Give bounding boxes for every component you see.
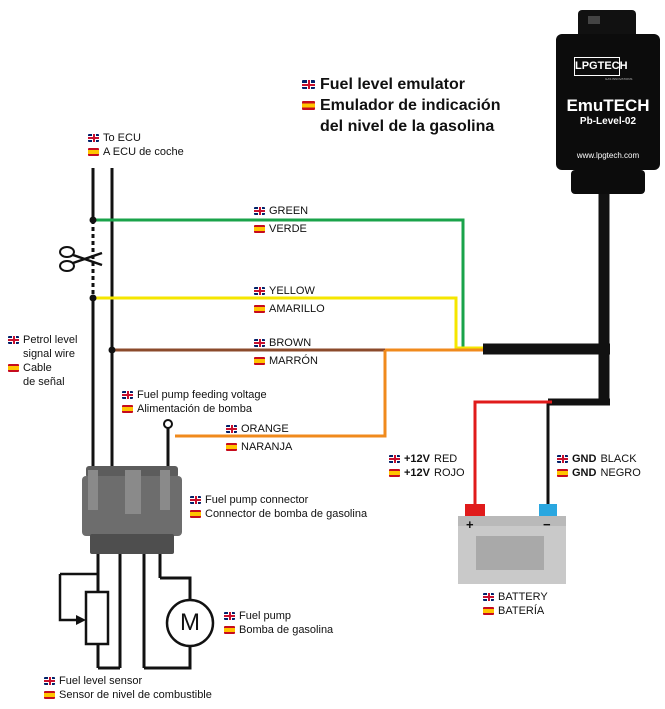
connector-en: Fuel pump connector — [205, 494, 309, 506]
orange-es: NARANJA — [241, 441, 293, 453]
green-en: GREEN — [269, 205, 309, 217]
uk-flag-icon — [302, 80, 315, 89]
petrol-en-1: Petrol level — [23, 334, 78, 346]
uk-flag-icon — [226, 425, 237, 433]
to-ecu-en: To ECU — [103, 132, 141, 144]
es-flag-icon — [254, 305, 265, 313]
title-es-line2: del nivel de la gasolina — [320, 118, 495, 135]
feed-voltage-label: Fuel pump feeding voltage Alimentación d… — [122, 388, 267, 416]
motor-letter: M — [180, 609, 200, 636]
es-flag-icon — [389, 469, 400, 477]
feed-es: Alimentación de bomba — [137, 403, 252, 415]
es-flag-icon — [44, 691, 55, 699]
es-flag-icon — [302, 101, 315, 110]
uk-flag-icon — [254, 339, 265, 347]
petrol-es-2: de señal — [23, 376, 65, 388]
battery-es: BATERÍA — [498, 605, 545, 617]
pump-en: Fuel pump — [239, 610, 291, 622]
uk-flag-icon — [254, 287, 265, 295]
yellow-junction-dot — [89, 294, 97, 302]
title-en: Fuel level emulator — [320, 76, 465, 93]
es-flag-icon — [224, 626, 235, 634]
yellow-es: AMARILLO — [269, 303, 325, 315]
petrol-es-1: Cable — [23, 362, 52, 374]
uk-flag-icon — [122, 391, 133, 399]
diagram-title: Fuel level emulator Emulador de indicaci… — [302, 74, 500, 137]
orange-en: ORANGE — [241, 423, 289, 435]
pump-connector-label: Fuel pump connector Connector de bomba d… — [190, 493, 367, 521]
green-junction-dot — [89, 216, 97, 224]
yellow-en: YELLOW — [269, 285, 315, 297]
uk-flag-icon — [224, 612, 235, 620]
device-brand: LPGTECH — [574, 57, 628, 76]
green-wire-label: GREEN VERDE — [254, 204, 308, 236]
petrol-en-2: signal wire — [23, 348, 75, 360]
device-brand-tagline: GAS INNOVATIONS — [605, 77, 633, 81]
device-url: www.lpgtech.com — [576, 151, 640, 160]
to-ecu-es: A ECU de coche — [103, 146, 184, 158]
gnd-en-bold: GND — [572, 453, 597, 465]
fuel-level-sensor-symbol — [58, 572, 120, 670]
pump-es: Bomba de gasolina — [239, 624, 334, 636]
fuel-pump-motor-symbol — [144, 576, 215, 670]
petrol-level-label: Petrol level signal wire Cable de señal — [8, 333, 77, 389]
uk-flag-icon — [190, 496, 201, 504]
fuel-level-sensor-label: Fuel level sensor Sensor de nivel de com… — [44, 674, 212, 702]
es-flag-icon — [122, 405, 133, 413]
uk-flag-icon — [483, 593, 494, 601]
brown-en: BROWN — [269, 337, 312, 349]
scissors-icon — [59, 246, 103, 272]
red-es: ROJO — [434, 467, 465, 479]
red-en: RED — [434, 453, 458, 465]
brown-wire-label: BROWN MARRÓN — [254, 336, 318, 368]
connector-es: Connector de bomba de gasolina — [205, 508, 368, 520]
es-flag-icon — [226, 443, 237, 451]
brown-junction-dot — [108, 346, 116, 354]
gnd-es: NEGRO — [600, 467, 641, 479]
feed-terminal — [163, 419, 173, 429]
es-flag-icon — [483, 607, 494, 615]
red-es-bold: +12V — [404, 467, 430, 479]
yellow-wire-label: YELLOW AMARILLO — [254, 284, 325, 316]
feed-en: Fuel pump feeding voltage — [137, 389, 267, 401]
fuel-pump-label: Fuel pump Bomba de gasolina — [224, 609, 333, 637]
es-flag-icon — [254, 357, 265, 365]
to-ecu-label: To ECU A ECU de coche — [88, 131, 184, 159]
yellow-wire — [93, 296, 483, 350]
uk-flag-icon — [557, 455, 568, 463]
orange-wire-label: ORANGE NARANJA — [226, 422, 292, 454]
uk-flag-icon — [389, 455, 400, 463]
uk-flag-icon — [254, 207, 265, 215]
title-es-line1: Emulador de indicación — [320, 97, 501, 114]
uk-flag-icon — [88, 134, 99, 142]
es-flag-icon — [254, 225, 265, 233]
plus-12v-wire — [473, 400, 552, 510]
brown-es: MARRÓN — [269, 355, 318, 367]
orange-wire — [175, 350, 387, 438]
plus-12v-label: +12V RED +12V ROJO — [389, 452, 465, 480]
pump-connector — [82, 466, 182, 554]
emutech-device — [556, 10, 660, 194]
device-name: EmuTECH — [566, 96, 650, 115]
gnd-en: BLACK — [600, 453, 637, 465]
sensor-en: Fuel level sensor — [59, 675, 143, 687]
es-flag-icon — [557, 469, 568, 477]
battery-en: BATTERY — [498, 591, 548, 603]
green-es: VERDE — [269, 223, 307, 235]
battery-label: BATTERY BATERÍA — [483, 590, 548, 618]
battery-plus-sign: + — [466, 517, 474, 532]
red-en-bold: +12V — [404, 453, 430, 465]
battery-minus-sign: − — [543, 517, 551, 532]
es-flag-icon — [88, 148, 99, 156]
uk-flag-icon — [8, 336, 19, 344]
device-model: Pb-Level-02 — [579, 116, 637, 127]
gnd-es-bold: GND — [572, 467, 597, 479]
sensor-es: Sensor de nivel de combustible — [59, 689, 212, 701]
uk-flag-icon — [44, 677, 55, 685]
es-flag-icon — [8, 364, 19, 372]
es-flag-icon — [190, 510, 201, 518]
battery-symbol — [458, 504, 566, 584]
